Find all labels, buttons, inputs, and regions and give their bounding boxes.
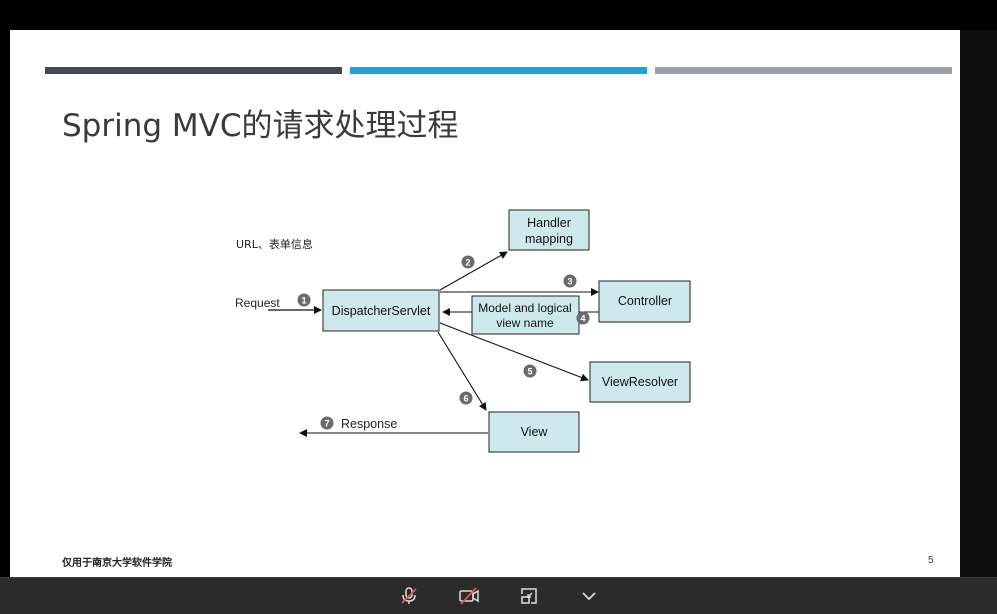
footer-note: 仅用于南京大学软件学院 bbox=[62, 558, 172, 569]
svg-text:5: 5 bbox=[527, 367, 532, 377]
handler-label-line2: mapping bbox=[525, 232, 573, 246]
controller-label: Controller bbox=[618, 294, 672, 308]
presentation-slide: Spring MVC的请求处理过程 URL、表单信息 Request Dispa… bbox=[10, 30, 960, 577]
request-label: Request bbox=[235, 296, 280, 310]
model-label-line1: Model and logical bbox=[478, 301, 571, 315]
accent-bar-gray bbox=[655, 67, 952, 74]
window-edge bbox=[960, 30, 997, 577]
mvc-flow-diagram: URL、表单信息 Request DispatcherServlet Handl… bbox=[235, 209, 691, 453]
svg-text:1: 1 bbox=[301, 296, 306, 306]
model-view-name-box: Model and logical view name bbox=[471, 295, 580, 335]
step-badge-2: 2 bbox=[461, 255, 475, 269]
step-badge-1: 1 bbox=[297, 293, 311, 307]
camera-off-icon[interactable] bbox=[456, 584, 482, 608]
step-badge-6: 6 bbox=[459, 391, 473, 405]
svg-text:7: 7 bbox=[324, 419, 329, 429]
handler-mapping-box: Handler mapping bbox=[508, 209, 590, 251]
step-badge-4: 4 bbox=[576, 311, 590, 325]
url-form-info-note: URL、表单信息 bbox=[236, 237, 313, 251]
step-badge-7: 7 bbox=[320, 416, 334, 430]
meeting-toolbar bbox=[0, 577, 997, 614]
svg-text:3: 3 bbox=[567, 277, 572, 287]
arrow-to-viewresolver bbox=[439, 322, 589, 382]
response-label: Response bbox=[341, 417, 397, 431]
arrow-to-view bbox=[437, 331, 487, 411]
dispatcher-servlet-box: DispatcherServlet bbox=[322, 289, 440, 332]
page-number: 5 bbox=[928, 555, 934, 566]
dispatcher-servlet-label: DispatcherServlet bbox=[332, 304, 431, 318]
accent-bar-blue bbox=[350, 67, 647, 74]
view-resolver-box: ViewResolver bbox=[589, 361, 691, 403]
microphone-muted-icon[interactable] bbox=[396, 584, 422, 608]
view-label: View bbox=[521, 425, 549, 439]
step-badge-5: 5 bbox=[523, 364, 537, 378]
svg-text:6: 6 bbox=[463, 394, 468, 404]
top-black-bar bbox=[0, 0, 997, 30]
view-box: View bbox=[488, 411, 580, 453]
svg-text:4: 4 bbox=[580, 314, 585, 324]
accent-bar-dark bbox=[45, 67, 342, 74]
model-label-line2: view name bbox=[496, 316, 554, 330]
exit-fullscreen-icon[interactable] bbox=[516, 584, 542, 608]
view-resolver-label: ViewResolver bbox=[602, 375, 678, 389]
chevron-down-icon[interactable] bbox=[576, 584, 602, 608]
svg-text:2: 2 bbox=[465, 258, 470, 268]
arrow-to-handler bbox=[439, 251, 508, 291]
step-badge-3: 3 bbox=[563, 274, 577, 288]
controller-box: Controller bbox=[598, 280, 691, 323]
handler-label-line1: Handler bbox=[527, 216, 571, 230]
slide-title: Spring MVC的请求处理过程 bbox=[62, 108, 459, 144]
